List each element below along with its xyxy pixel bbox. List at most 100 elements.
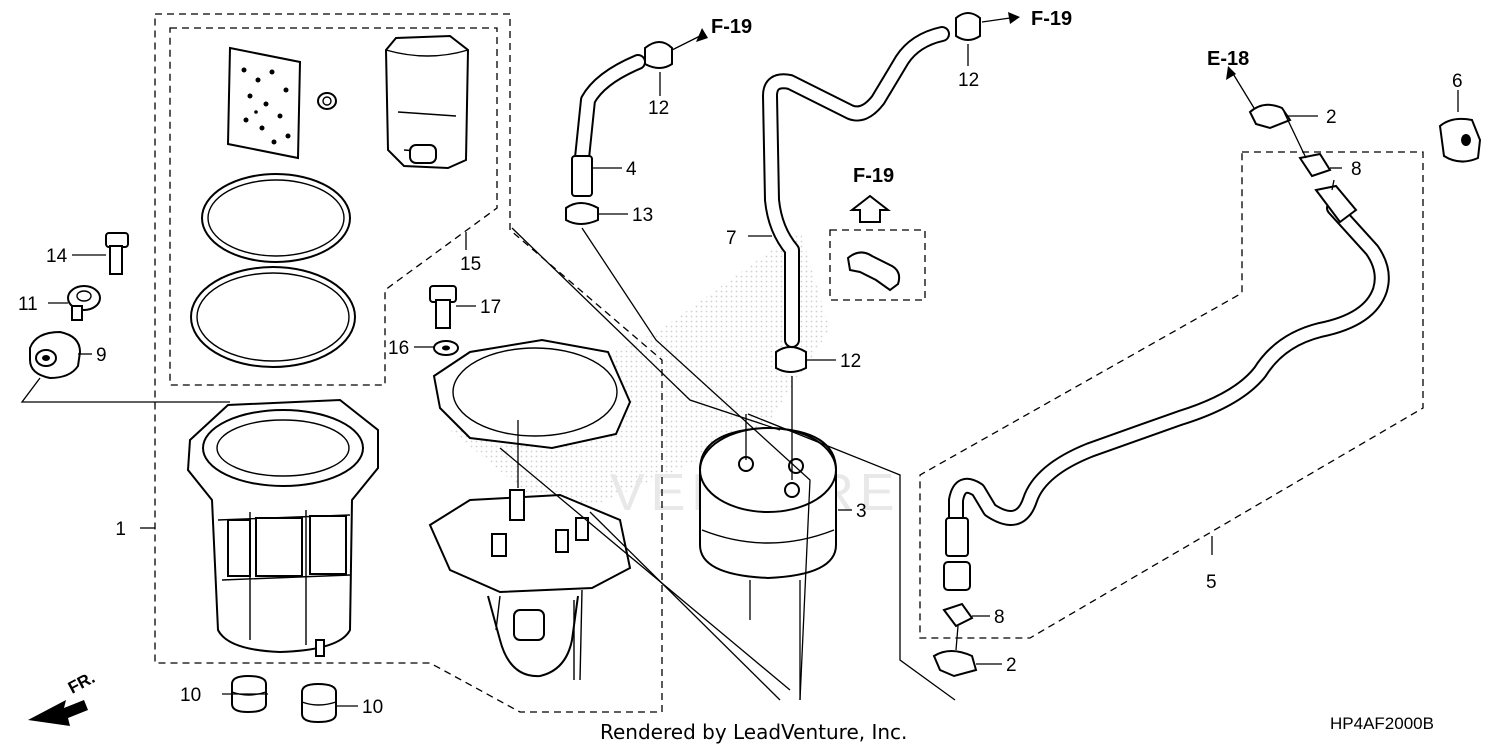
hose-5-fill [950,202,1388,526]
filter-holder-clip [409,144,437,164]
callout-10-left: 10 [180,685,201,706]
filter-holder-rim [385,49,469,57]
callout-12-top: 12 [958,70,979,91]
callout-9: 9 [96,345,107,366]
hose-5-bottom-sleeve [945,517,969,557]
clamp-12-left [644,41,673,69]
clip-2-top [1248,103,1292,130]
front-arrow-icon [28,700,88,726]
callout-6: 6 [1452,71,1463,92]
clip-ref-dashed-box [829,229,926,301]
small-o-ring-inner [322,96,332,106]
rendered-by-credit: Rendered by LeadVenture, Inc. [600,720,907,744]
housing-window-2 [255,517,303,577]
collar-11-hole [76,290,92,302]
ref-arrow-line-1 [671,35,701,51]
canister-port-3 [784,482,800,498]
grommet-6 [1438,117,1482,163]
pump-top-fitting-1 [509,489,525,521]
grommet-10-left-ridge [231,691,267,696]
hose-5-top-connector [1314,184,1358,224]
up-arrow-icon [849,194,891,223]
callout-11: 11 [18,294,38,315]
leader-lines [20,44,1459,707]
diagram-code: HP4AF2000B [1330,714,1434,733]
callout-4: 4 [626,159,637,180]
canister-top [699,427,837,513]
ref-label-f19-left: F-19 [711,16,752,38]
kit-15-dashed-box [169,27,498,386]
pump-top-plate [428,493,632,594]
pump-motor [513,609,545,641]
pump-top-fitting-3 [555,529,569,553]
callout-7: 7 [726,228,737,249]
filter-sheet-pattern [241,67,291,145]
callout-1: 1 [115,519,126,540]
bolt-17-shaft [435,299,451,329]
callout-8-bottom: 8 [994,607,1005,628]
callout-13: 13 [632,205,653,226]
hose-clip [846,251,901,292]
large-o-ring-upper [201,173,351,263]
ref-label-e18: E-18 [1207,48,1249,70]
callout-14: 14 [46,246,68,267]
canister-seam [701,529,835,544]
callout-12-mid: 12 [840,351,861,372]
grommet-10-right-ridge [301,701,337,706]
callout-5: 5 [1206,572,1217,593]
clamp-13 [565,202,599,225]
housing-window-1 [227,519,251,577]
grommet-9-center [42,355,50,361]
large-o-ring-lower [190,266,356,368]
pump-top-fitting-4 [575,517,589,541]
pump-housing-opening [216,419,350,477]
clip-8-bottom [942,602,974,628]
clip-8-top [1298,152,1332,178]
callout-16: 16 [388,338,409,359]
large-o-ring-lower-inner [196,272,350,362]
grommet-10-right [301,682,337,724]
ref-arrow-head-2 [1008,12,1020,24]
bolt-14-head [105,232,129,248]
grommet-6-hole [1461,134,1471,146]
ref-arrow-head-3 [1226,66,1236,80]
small-o-ring [317,92,337,110]
front-marker-label: FR. [65,668,98,698]
hose-5-bottom-connector [943,561,971,591]
gasket-ring [432,338,632,450]
ref-arrow-line-3 [1231,71,1255,109]
collar-11 [67,285,101,311]
ref-label-f19-right: F-19 [1031,8,1072,30]
ref-label-f19-mid: F-19 [853,165,894,187]
assembly-1-dashed-box [154,13,663,713]
ref-arrow-line-2 [981,17,1011,23]
collar-11-neck [71,305,83,321]
hose-4-end [571,155,593,197]
callout-2-bottom: 2 [1006,655,1017,676]
housing-window-3 [309,515,347,575]
callout-10-right: 10 [362,697,383,718]
gasket-ring-inner [452,347,618,437]
callout-12-left: 12 [648,98,669,119]
callout-2-top: 2 [1326,107,1337,128]
washer-16-hole [442,345,450,351]
hose-7-fill [764,28,948,346]
hose-4-fill [576,56,644,164]
clamp-12-mid [775,346,807,373]
pump-supports [495,589,583,681]
bolt-14-shaft [109,245,123,275]
pump-top-fitting-2 [491,533,507,557]
housing-nipple [315,639,325,657]
pump-housing-flange [202,409,364,487]
large-o-ring-upper-inner [207,179,345,257]
clip-2-bottom [932,650,978,678]
callout-3: 3 [856,501,867,522]
callout-17: 17 [480,297,501,318]
hose-5 [948,200,1390,528]
callout-15: 15 [460,254,481,275]
ref-arrow-head-1 [696,28,708,42]
filter-holder [384,34,470,170]
callout-8-top: 8 [1351,159,1362,180]
